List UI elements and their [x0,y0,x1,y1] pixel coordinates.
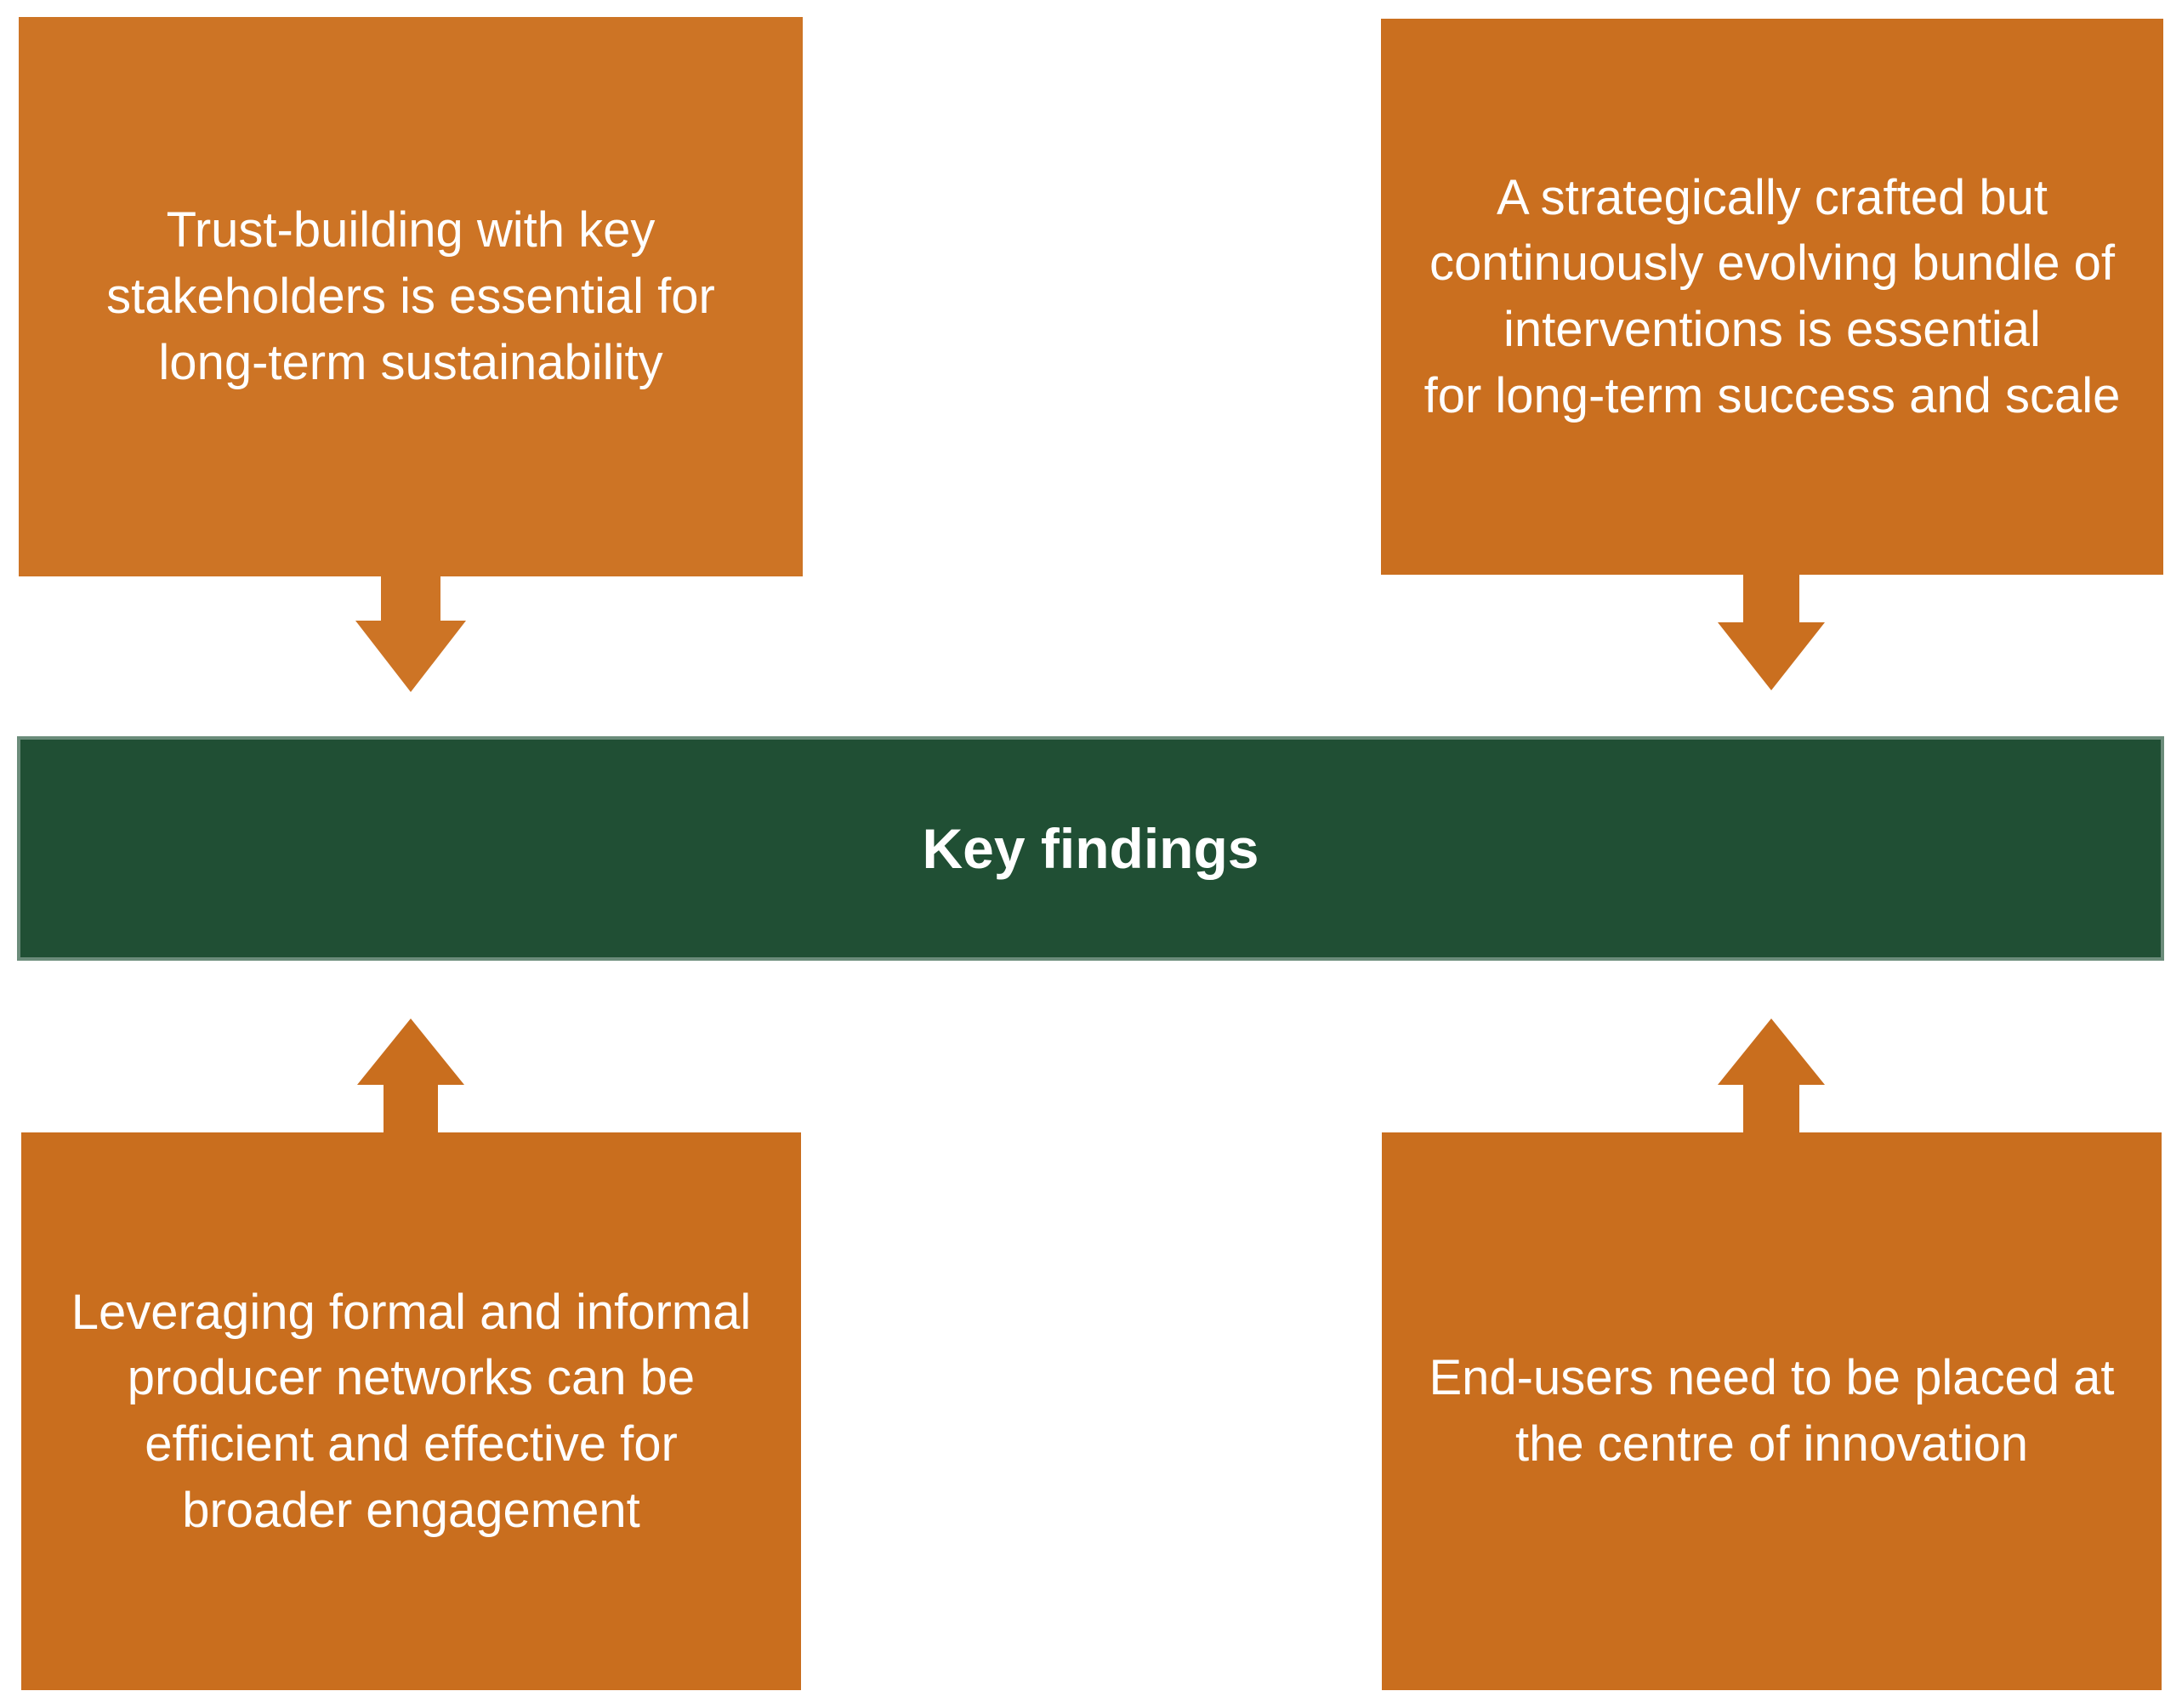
finding-text-trust-building: Trust-building with key stakeholders is … [106,202,715,390]
finding-text-producer-networks: Leveraging formal and informal producer … [71,1284,752,1538]
finding-box-trust-building: Trust-building with key stakeholders is … [19,17,803,576]
finding-box-producer-networks: Leveraging formal and informal producer … [21,1132,801,1690]
finding-box-intervention-bundle: A strategically crafted but continuously… [1381,19,2163,575]
arrow-down-icon [1718,575,1825,690]
key-findings-title: Key findings [922,817,1259,880]
arrow-up-icon [1718,1019,1825,1134]
key-findings-bar: Key findings [17,736,2164,961]
finding-text-end-users: End-users need to be placed at the centr… [1429,1350,2115,1472]
finding-box-end-users: End-users need to be placed at the centr… [1382,1132,2162,1690]
finding-text-intervention-bundle: A strategically crafted but continuously… [1423,169,2121,423]
arrow-down-icon [355,575,466,692]
arrow-up-icon [357,1019,464,1134]
